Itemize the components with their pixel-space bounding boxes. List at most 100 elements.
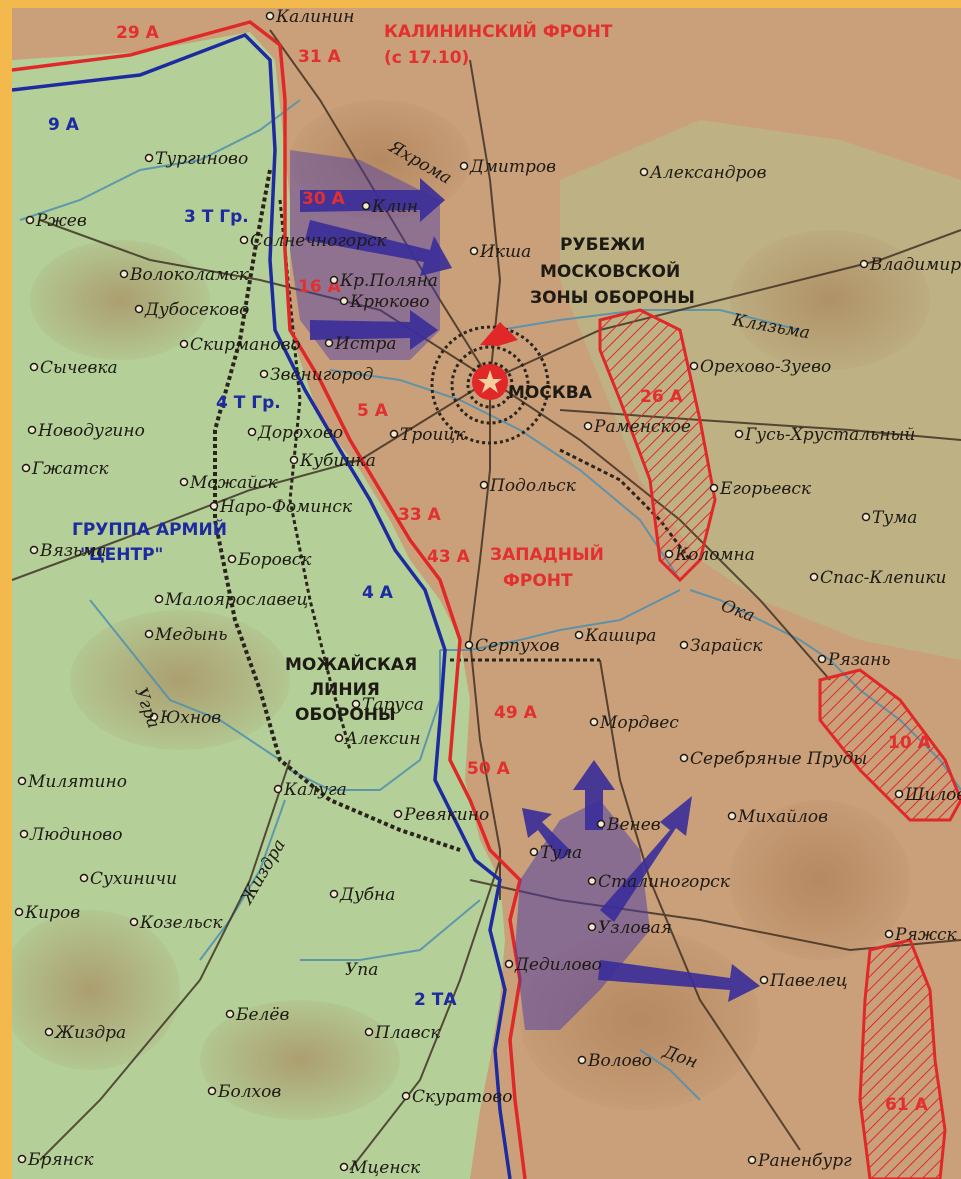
city-label: Кашира — [584, 626, 656, 646]
city-marker — [17, 1154, 27, 1164]
german-front-line — [12, 32, 512, 1179]
city-label: Тула — [540, 843, 582, 863]
city-label: Рязань — [827, 650, 891, 670]
city-label: Ряжск — [894, 925, 958, 945]
volga-river — [19, 99, 301, 221]
german-thrust-south — [515, 800, 650, 1030]
german-army-label: 9 А — [48, 115, 80, 135]
city-marker — [179, 477, 189, 487]
city-marker — [144, 153, 154, 163]
zhizdra-river — [199, 799, 286, 961]
city-label: Раменское — [593, 417, 691, 437]
city-label: Звенигород — [270, 365, 374, 385]
soviet-army-label: 61 А — [885, 1095, 929, 1115]
city-label: Владимир — [869, 255, 961, 275]
reserve-zones — [598, 308, 961, 1179]
city-marker — [209, 501, 219, 511]
city-marker — [817, 654, 827, 664]
city-label: Сычевка — [40, 358, 118, 378]
city-marker — [894, 789, 904, 799]
western-front-title: ЗАПАДНЫЙ — [490, 543, 604, 565]
city-label: Можайск — [189, 473, 279, 493]
city-marker — [259, 369, 269, 379]
city-labels: КалининТургиновоРжевВолоколамскДубосеков… — [14, 8, 961, 1178]
arrow-klin — [300, 178, 445, 222]
city-marker — [339, 296, 349, 306]
city-marker — [747, 1155, 757, 1165]
city-marker — [329, 275, 339, 285]
city-marker — [29, 545, 39, 555]
soviet-army-label: 31 А — [298, 47, 342, 67]
city-marker — [479, 480, 489, 490]
moscow-label: МОСКВА — [508, 383, 593, 403]
city-marker — [149, 712, 159, 722]
city-marker — [21, 463, 31, 473]
city-marker — [79, 873, 89, 883]
don-river — [639, 1049, 701, 1101]
german-army-labels: 9 А3 Т Гр.4 Т Гр.4 А2 ТА — [48, 115, 457, 1010]
city-marker — [587, 876, 597, 886]
road-moscow-vladimir — [489, 229, 961, 381]
city-label: Дубосеково — [144, 300, 249, 320]
german-army-label: 4 Т Гр. — [216, 393, 281, 413]
city-label: Александров — [649, 163, 767, 183]
road-moscow-tula — [468, 380, 501, 900]
city-label: Тургиново — [155, 149, 248, 169]
city-label: Михайлов — [737, 807, 828, 827]
city-marker — [469, 246, 479, 256]
city-label: Киров — [24, 903, 80, 923]
soviet-army-label: 26 А — [640, 387, 684, 407]
city-marker — [329, 889, 339, 899]
ring-middle — [450, 345, 530, 425]
city-marker — [389, 429, 399, 439]
defense-zone-line2: МОСКОВСКОЙ — [540, 260, 680, 282]
city-label: Медынь — [154, 625, 228, 645]
city-label: Юхнов — [159, 708, 221, 728]
arrow-solnechnogorsk — [305, 220, 452, 276]
city-marker — [27, 425, 37, 435]
city-label: Малоярославец — [164, 590, 308, 610]
city-label: Таруса — [362, 695, 424, 715]
city-marker — [14, 907, 24, 917]
city-marker — [239, 235, 249, 245]
city-label: Троицк — [400, 425, 466, 445]
city-label: Тума — [872, 508, 917, 528]
city-marker — [207, 1086, 217, 1096]
city-marker — [727, 811, 737, 821]
city-marker — [577, 1055, 587, 1065]
city-label: Вязьма — [39, 541, 107, 561]
kalinin-front-title: КАЛИНИНСКИЙ ФРОНТ — [384, 20, 613, 42]
city-marker — [134, 304, 144, 314]
city-label: Калинин — [275, 8, 354, 27]
city-marker — [179, 339, 189, 349]
german-army-label: 3 Т Гр. — [184, 207, 249, 227]
city-marker — [361, 201, 371, 211]
city-label: Истра — [334, 334, 396, 354]
city-marker — [119, 269, 129, 279]
city-marker — [884, 929, 894, 939]
city-label: Скирманово — [190, 335, 301, 355]
defense-zone-line3: ЗОНЫ ОБОРОНЫ — [530, 288, 695, 308]
relief-6 — [730, 800, 910, 960]
road-east-south — [599, 659, 801, 1151]
city-marker — [861, 512, 871, 522]
city-label: Зарайск — [690, 636, 763, 656]
city-label: Крюково — [349, 292, 430, 312]
city-label: Дорохово — [257, 423, 343, 443]
city-label: Калуга — [283, 780, 347, 800]
city-label: Дмитров — [469, 157, 556, 177]
city-marker — [459, 161, 469, 171]
soviet-army-label: 43 А — [427, 547, 471, 567]
city-marker — [144, 629, 154, 639]
defense-zone-line1: РУБЕЖИ — [560, 235, 645, 255]
city-label: Мордвес — [599, 713, 679, 733]
kalinin-front-date: (с 17.10) — [384, 48, 469, 68]
city-label: Мценск — [349, 1158, 421, 1178]
river-label: Упа — [345, 960, 378, 980]
zone-10a — [818, 668, 961, 822]
moscow-defense-rings — [430, 325, 550, 445]
city-label: Спас-Клепики — [820, 568, 946, 588]
german-army-label: 2 ТА — [414, 990, 457, 1010]
arrow-pavelets — [598, 960, 760, 1002]
